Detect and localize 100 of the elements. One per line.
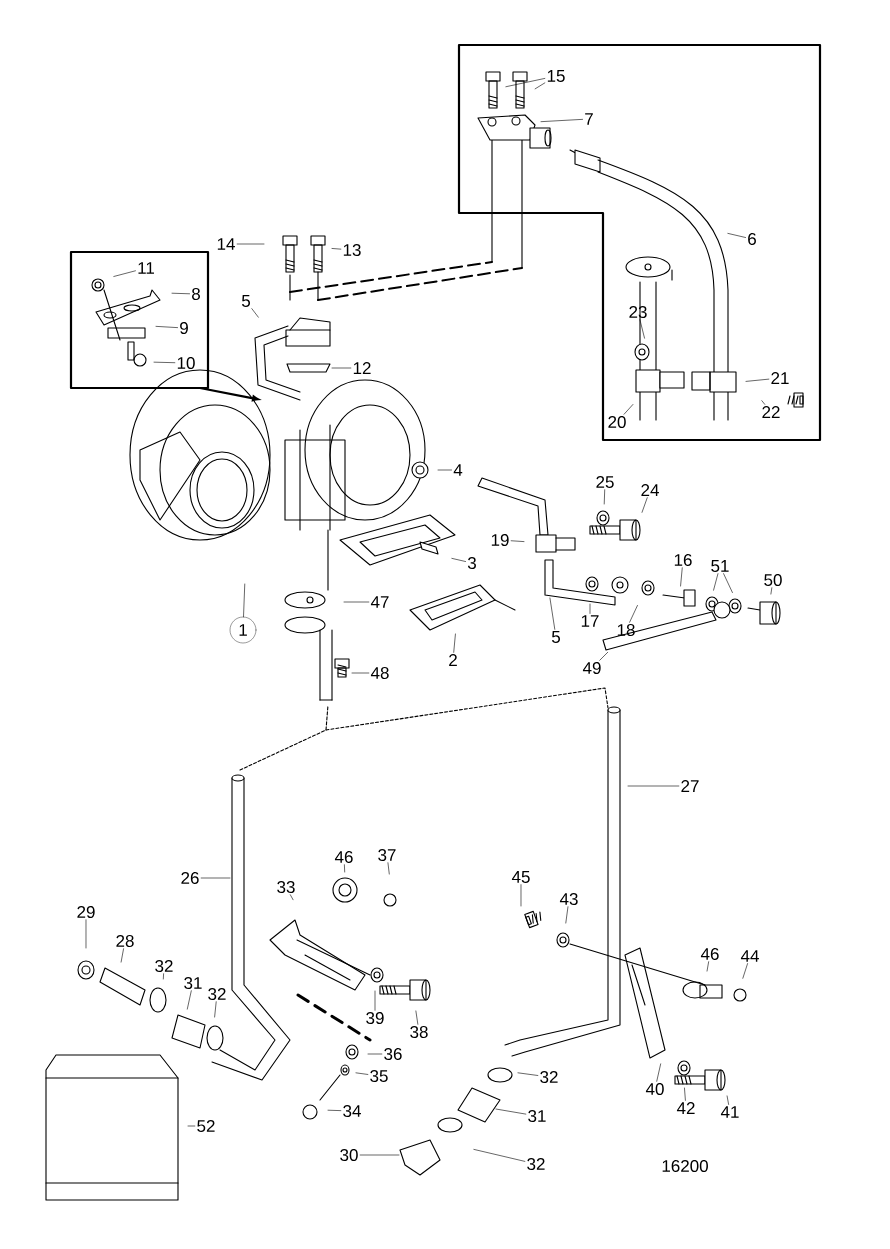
callout-number: 32 — [208, 988, 226, 1001]
leader-line — [603, 489, 605, 505]
callout-number: 6 — [748, 233, 756, 246]
callout-number: 44 — [740, 950, 759, 962]
leader-line — [343, 601, 370, 603]
callout-number: 46 — [700, 948, 719, 961]
callout-number: 1 — [229, 616, 257, 644]
leader-line — [113, 270, 136, 277]
callout-number: 11 — [138, 262, 154, 274]
callout-number: 49 — [582, 662, 601, 675]
leader-line — [623, 404, 634, 415]
callout-number: 27 — [681, 780, 699, 792]
leader-line — [153, 361, 176, 363]
callout-number: 45 — [511, 871, 530, 883]
leader-line — [629, 605, 638, 623]
leader-line — [359, 1154, 400, 1156]
leader-line — [331, 248, 342, 250]
leader-line — [713, 573, 719, 591]
callout-number: 23 — [629, 306, 647, 319]
callout-number: 32 — [155, 960, 173, 973]
callout-number: 17 — [581, 615, 599, 627]
leader-line — [505, 78, 546, 88]
callout-number: 38 — [410, 1026, 428, 1039]
leader-line — [473, 1149, 526, 1162]
callout-number: 3 — [467, 557, 476, 570]
leader-line — [187, 1125, 196, 1127]
callout-number: 4 — [453, 464, 463, 476]
callout-number: 18 — [617, 624, 635, 637]
leader-line — [367, 1053, 383, 1055]
leader-line — [495, 1108, 527, 1115]
leader-line — [534, 82, 546, 90]
leader-line — [540, 119, 583, 122]
callout-number: 33 — [277, 881, 295, 894]
leader-line — [243, 583, 246, 618]
callout-number: 21 — [771, 372, 789, 384]
leader-line — [656, 1063, 661, 1082]
leader-line — [351, 672, 370, 674]
leader-line — [290, 894, 294, 901]
callout-number: 20 — [608, 416, 626, 429]
callout-number: 15 — [547, 70, 565, 82]
leader-line — [236, 243, 265, 245]
callout-number: 24 — [641, 484, 659, 496]
callout-number: 36 — [384, 1048, 402, 1061]
leader-line — [451, 558, 466, 562]
leader-line — [727, 233, 746, 238]
leader-line — [627, 785, 680, 787]
leader-line — [680, 567, 683, 587]
callout-number: 7 — [585, 113, 593, 125]
callout-number: 26 — [181, 872, 199, 885]
leader-line — [387, 862, 390, 875]
leader-line — [761, 400, 766, 405]
callout-number: 5 — [241, 295, 250, 307]
callout-number: 50 — [764, 574, 782, 587]
leader-line — [415, 1010, 419, 1025]
callout-number: 48 — [370, 667, 389, 680]
leader-line — [684, 1087, 686, 1101]
callout-number: 52 — [197, 1120, 215, 1133]
leader-line — [517, 1072, 539, 1076]
leader-line — [723, 573, 733, 593]
callout-number: 46 — [334, 851, 353, 864]
callout-number: 40 — [645, 1083, 664, 1096]
callout-number: 35 — [370, 1070, 388, 1083]
leader-line — [187, 990, 192, 1010]
leader-line — [120, 948, 124, 963]
callout-number: 9 — [180, 322, 188, 335]
leader-line — [251, 308, 259, 318]
callout-number: 41 — [720, 1106, 739, 1118]
leader-line — [200, 877, 231, 879]
callout-number: 8 — [192, 288, 200, 301]
leader-line — [770, 587, 773, 595]
leader-line — [214, 1001, 217, 1018]
leader-line — [155, 326, 178, 328]
leader-line — [520, 884, 522, 907]
callout-number: 43 — [559, 893, 578, 906]
callout-number: 34 — [343, 1105, 361, 1118]
leader-line — [726, 1095, 729, 1105]
leader-line — [453, 633, 456, 653]
leader-line — [639, 319, 645, 339]
leader-line — [745, 378, 770, 382]
callout-number: 51 — [711, 560, 729, 572]
callout-number: 30 — [340, 1149, 358, 1162]
leader-line — [171, 292, 190, 295]
leader-line — [344, 864, 345, 873]
callout-number: 47 — [370, 596, 389, 608]
callout-number: 25 — [596, 476, 614, 489]
callout-number: 2 — [449, 654, 457, 666]
leader-line — [549, 597, 556, 630]
callout-number: 32 — [527, 1158, 545, 1171]
callout-number: 13 — [343, 244, 361, 257]
callout-number: 31 — [528, 1110, 546, 1123]
leader-line — [641, 497, 648, 513]
leader-line — [510, 540, 525, 542]
leader-line — [331, 367, 352, 369]
callout-number: 22 — [762, 406, 780, 418]
callout-number: 37 — [378, 849, 396, 862]
leader-line — [85, 919, 87, 949]
callout-number: 5 — [551, 631, 560, 643]
drawing-number: 16200 — [662, 1160, 708, 1173]
leader-line — [706, 961, 709, 972]
leader-line — [599, 651, 609, 661]
